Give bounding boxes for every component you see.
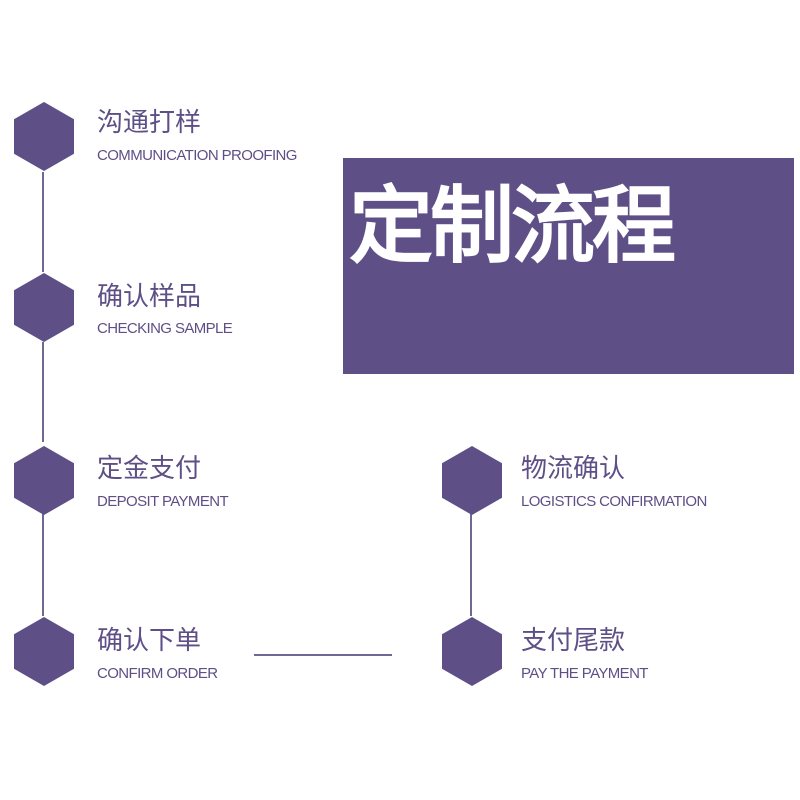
step-6-subtitle: LOGISTICS CONFIRMATION <box>521 493 707 510</box>
step-1-subtitle: COMMUNICATION PROOFING <box>97 147 297 164</box>
step-4-title: 确认下单 <box>97 626 202 656</box>
step-4-subtitle: CONFIRM ORDER <box>97 665 218 682</box>
step-1-title: 沟通打样 <box>97 108 202 138</box>
connector-5-6 <box>470 514 472 616</box>
step-2-subtitle: CHECKING SAMPLE <box>97 320 233 337</box>
step-5-subtitle: PAY THE PAYMENT <box>521 665 648 682</box>
step-3-hexagon <box>14 446 74 515</box>
connector-2-3 <box>42 342 44 442</box>
step-5-hexagon <box>442 617 502 686</box>
connector-4-5 <box>254 654 392 656</box>
step-5-title: 支付尾款 <box>521 626 626 656</box>
step-2-title: 确认样品 <box>97 282 202 312</box>
step-6-title: 物流确认 <box>521 454 626 484</box>
step-1-hexagon <box>14 102 74 171</box>
step-4-hexagon <box>14 617 74 686</box>
step-3-subtitle: DEPOSIT PAYMENT <box>97 493 229 510</box>
title-banner: 定制流程 <box>343 158 794 374</box>
connector-3-4 <box>42 514 44 616</box>
step-2-hexagon <box>14 273 74 342</box>
step-3-title: 定金支付 <box>97 454 202 484</box>
step-6-hexagon <box>442 446 502 515</box>
banner-title: 定制流程 <box>349 177 676 275</box>
connector-1-2 <box>42 172 44 272</box>
